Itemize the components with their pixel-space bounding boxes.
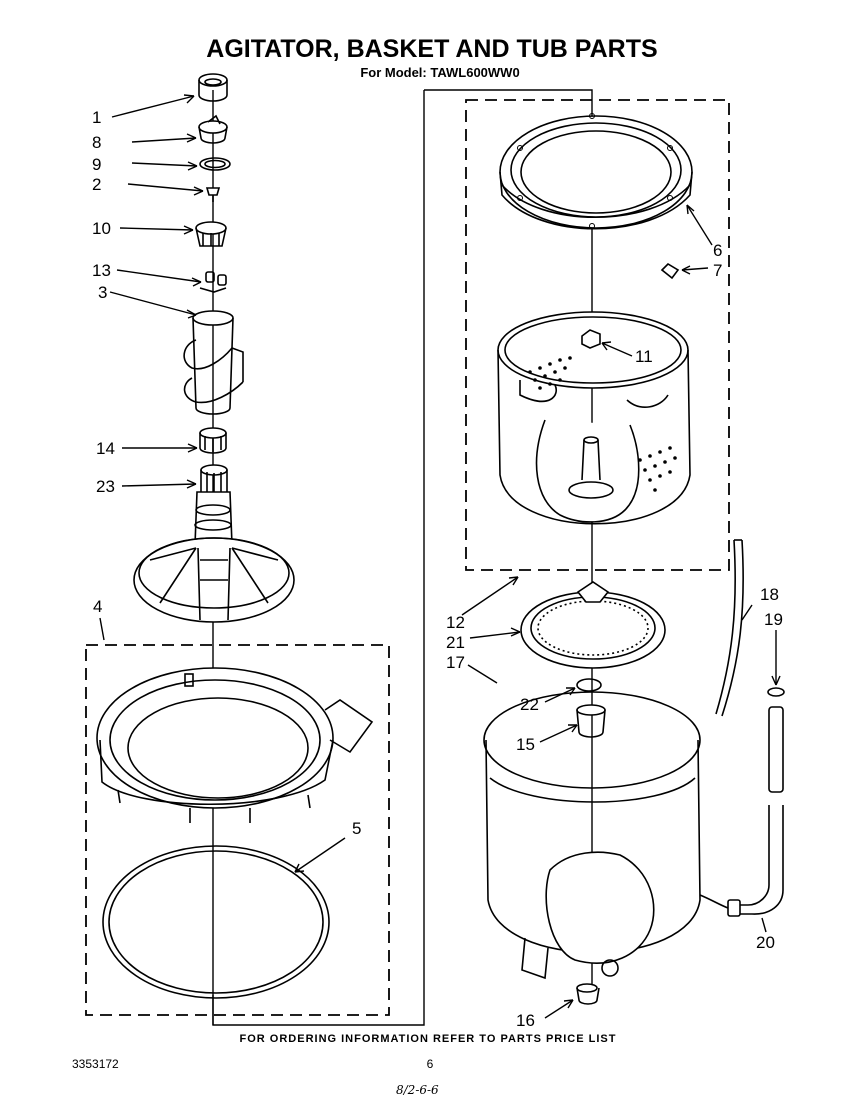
callout-21: 21 (446, 633, 465, 652)
callout-13: 13 (92, 261, 111, 280)
callout-9: 9 (92, 155, 101, 174)
callout-22: 22 (520, 695, 539, 714)
balance-ring-part (499, 113, 693, 230)
drive-shaft-part (200, 464, 228, 492)
outer-tub-part (483, 691, 701, 980)
model-subtitle: For Model: TAWL600WW0 (360, 65, 519, 80)
callout-18: 18 (760, 585, 779, 604)
agitator-body-part (183, 310, 244, 415)
callout-1: 1 (92, 108, 101, 127)
tub-ring-group-box (85, 644, 390, 1016)
basket-group-box (465, 99, 730, 571)
callout-2: 2 (92, 175, 101, 194)
ordering-note: FOR ORDERING INFORMATION REFER TO PARTS … (240, 1033, 617, 1045)
callout-7: 7 (713, 261, 722, 280)
basket-drive-hub-part (520, 581, 666, 669)
cap-insert-part (198, 114, 228, 144)
callout-10: 10 (92, 219, 111, 238)
overflow-hose-part (715, 539, 744, 717)
seal-ring-part (199, 157, 231, 171)
retaining-ring-part (576, 678, 602, 692)
callout-14: 14 (96, 439, 115, 458)
agitator-cap-part (198, 73, 228, 102)
callout-19: 19 (764, 610, 783, 629)
callout-3: 3 (98, 283, 107, 302)
tub-ring-part (96, 667, 374, 823)
tub-seal-part (576, 704, 606, 738)
page-number: 6 (427, 1057, 434, 1071)
balance-ring-screw-part (660, 262, 680, 280)
drain-plug-part (576, 983, 600, 1005)
wash-basket-part (497, 311, 691, 525)
hose-clamp-part (767, 687, 785, 697)
callout-12: 12 (446, 613, 465, 632)
callout-23: 23 (96, 477, 115, 496)
callout-20: 20 (756, 933, 775, 952)
callout-leader-lines (99, 94, 781, 1019)
callout-17: 17 (446, 653, 465, 672)
callout-4: 4 (93, 597, 102, 616)
drain-hose-part (699, 706, 784, 917)
callout-11: 11 (635, 347, 653, 366)
callout-5: 5 (352, 819, 361, 838)
diagram-title: AGITATOR, BASKET AND TUB PARTS (206, 35, 657, 63)
dog-cam-part (195, 221, 227, 247)
document-number: 3353172 (72, 1057, 119, 1071)
callout-16: 16 (516, 1011, 535, 1030)
agitator-base-part (133, 491, 295, 623)
dog-clip-part (199, 271, 227, 293)
callout-15: 15 (516, 735, 535, 754)
callout-6: 6 (713, 241, 722, 260)
perforation-dots (528, 356, 677, 492)
basket-nut-part (581, 329, 601, 349)
agitator-spline-part (199, 427, 227, 454)
callout-8: 8 (92, 133, 101, 152)
handwritten-note: 8/2-6-6 (396, 1083, 439, 1097)
gasket-part (102, 845, 330, 999)
small-bolt-part (205, 187, 221, 202)
